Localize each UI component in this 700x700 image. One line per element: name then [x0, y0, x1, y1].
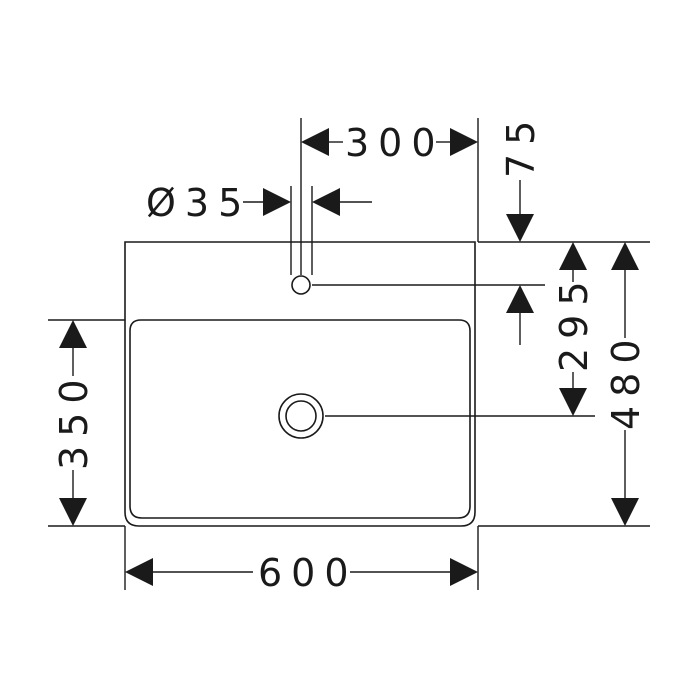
basin-bowl-outline — [129, 319, 471, 519]
dimension-label-diameter-35: Ø35 — [146, 181, 251, 225]
drain-inner-ring — [285, 400, 317, 432]
dimension-label-480: 480 — [604, 330, 648, 430]
basin-outer-outline — [124, 241, 476, 527]
dimension-600: 600 — [125, 551, 478, 595]
tap-hole — [291, 275, 311, 295]
dimension-label-295: 295 — [552, 272, 596, 372]
dimension-label-300: 300 — [345, 121, 445, 165]
dimension-label-75: 75 — [499, 112, 543, 178]
dimension-300: 300 — [301, 121, 478, 165]
dimension-350: 350 — [52, 320, 96, 526]
dimension-label-600: 600 — [258, 551, 358, 595]
dimension-480: 480 — [604, 242, 648, 526]
drain-outer-ring — [278, 393, 324, 439]
dimension-75: 75 — [499, 112, 543, 242]
dimension-label-350: 350 — [52, 370, 96, 470]
dimension-295: 295 — [506, 242, 596, 416]
dimension-diameter-35: Ø35 — [146, 181, 372, 225]
